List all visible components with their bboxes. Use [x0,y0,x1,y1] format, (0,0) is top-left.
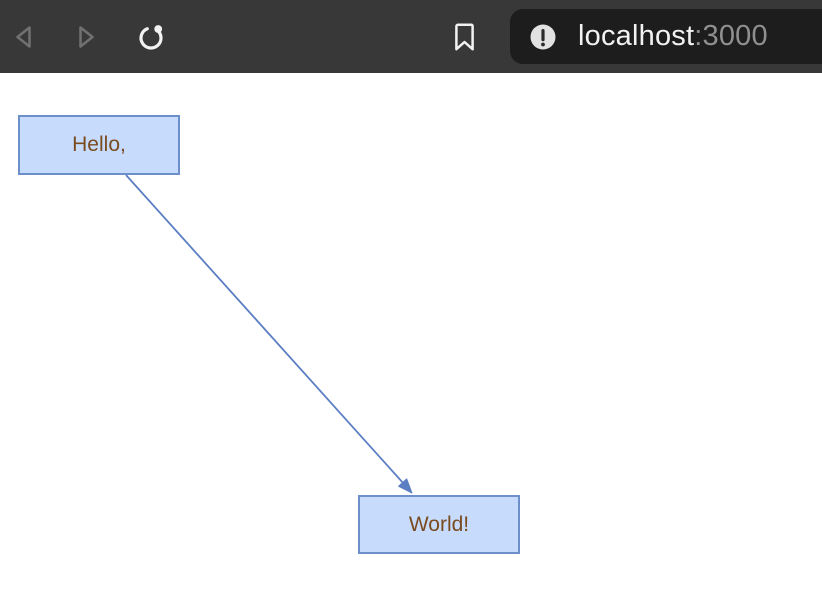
url-port: :3000 [694,20,768,52]
back-button[interactable] [4,17,44,57]
browser-toolbar: localhost:3000 [0,0,822,73]
reload-button[interactable] [131,17,171,57]
edge-line [125,174,405,485]
back-icon [16,26,31,48]
edge-arrowhead-icon [398,478,413,494]
url-host: localhost [578,20,695,52]
bookmark-button[interactable] [444,17,484,57]
forward-icon [79,26,94,48]
url-bar[interactable]: localhost:3000 [510,9,822,64]
node-world: World! [358,495,520,554]
reload-icon [139,25,163,50]
page-content: Hello, World! [0,73,822,612]
site-warning-icon[interactable] [530,24,556,50]
bookmark-icon [454,23,474,51]
node-hello: Hello, [18,115,180,175]
forward-button[interactable] [66,17,106,57]
